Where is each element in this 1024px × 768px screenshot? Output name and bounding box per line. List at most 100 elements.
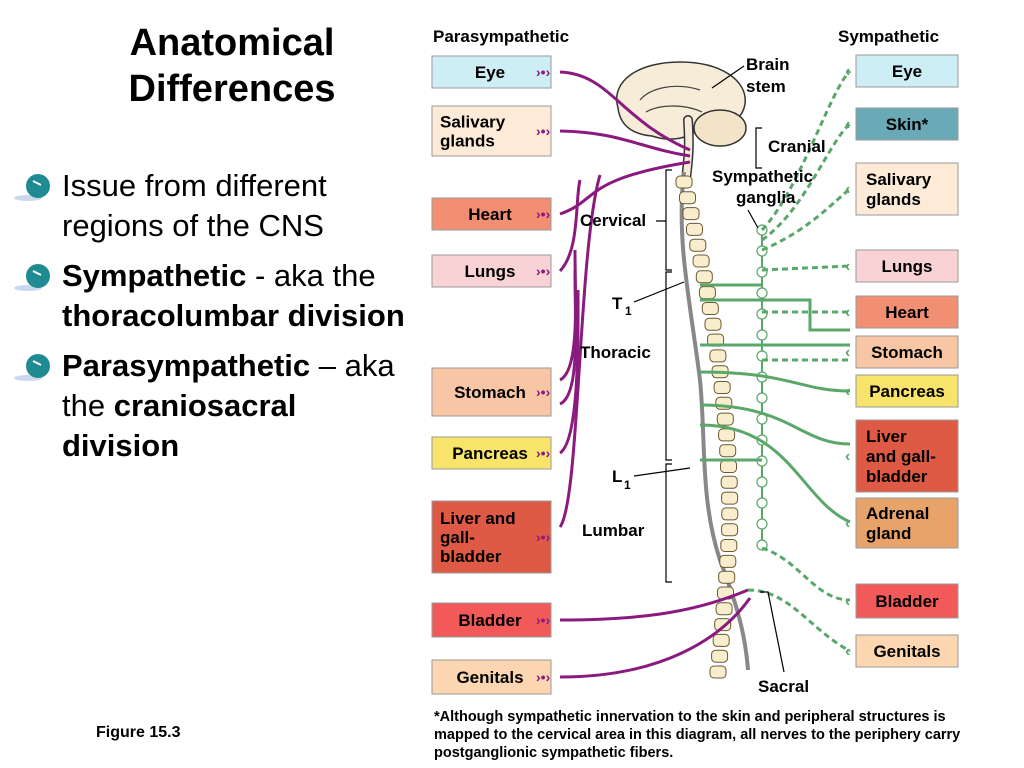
para-arrow-icon: ›•› — [536, 263, 551, 279]
vertebra — [718, 570, 736, 584]
symp-arrow-icon: ‹ — [845, 593, 850, 610]
parasympathetic-nerve — [559, 269, 578, 406]
para-target-bg — [431, 197, 552, 231]
sympathetic-nerve — [747, 588, 851, 653]
bullet-text: craniosacral division — [62, 388, 297, 463]
bullet-item: Sympathetic - aka the thoracolumbar divi… — [14, 256, 414, 336]
bullet-icon — [14, 174, 50, 201]
leader-line — [711, 65, 745, 89]
label-l1: L — [612, 467, 622, 486]
parasympathetic-nerve — [559, 588, 749, 622]
para-arrow-icon: ›•› — [536, 384, 551, 400]
bullet-text: thoracolumbar division — [62, 298, 405, 333]
para-target-label: Stomach — [454, 383, 526, 402]
para-target-label: Eye — [475, 63, 505, 82]
vertebra — [715, 602, 733, 616]
symp-target-bg — [855, 107, 959, 141]
symp-arrow-icon: ‹ — [845, 258, 850, 275]
leader-line — [633, 281, 685, 303]
parasympathetic-targets: Eye›•›Salivaryglands›•›Heart›•›Lungs›•›S… — [431, 55, 552, 695]
symp-arrow-icon: ‹ — [845, 63, 850, 80]
symp-target-bg — [855, 419, 959, 493]
symp-target-label: glands — [866, 190, 921, 209]
symp-target-bg — [855, 583, 959, 619]
vertebra — [686, 222, 703, 236]
vertebra — [701, 302, 719, 315]
vertebra — [675, 175, 693, 189]
symp-arrow-icon: ‹ — [845, 643, 850, 660]
para-arrow-icon: ›•› — [536, 206, 551, 222]
sympathetic-nerve — [699, 423, 851, 524]
bullet-text: Issue from different regions of the CNS — [62, 168, 327, 243]
symp-target-bg — [855, 54, 959, 88]
slide-title: Anatomical Differences — [62, 20, 402, 112]
vertebra — [709, 349, 727, 363]
bullet-text: Sympathetic — [62, 258, 247, 293]
symp-target-box: Eye ‹ — [845, 54, 959, 88]
symp-target-label: Liver — [866, 427, 907, 446]
sympathetic-targets: Eye‹Skin*‹Salivaryglands‹Lungs‹Heart‹Sto… — [845, 54, 959, 668]
vertebra — [720, 539, 738, 552]
label-cervical: Cervical — [580, 211, 646, 230]
parasympathetic-nerve — [558, 174, 602, 528]
bullet-icon — [14, 264, 50, 291]
para-target-box: Genitals›•› — [431, 659, 552, 695]
label-cranial: Cranial — [768, 137, 826, 156]
bracket-sacral — [760, 591, 785, 673]
bracket-cervical — [656, 169, 672, 271]
symp-target-bg — [855, 162, 959, 216]
brain-stem-fill — [682, 116, 693, 184]
cerebellum-shape — [693, 109, 747, 147]
parasympathetic-nerve — [559, 597, 752, 679]
vertebra — [720, 460, 737, 473]
parasympathetic-nerve — [559, 160, 691, 216]
para-target-bg — [431, 436, 552, 470]
symp-target-label: Eye — [892, 62, 922, 81]
symp-target-bg — [855, 374, 959, 408]
para-target-label: Heart — [468, 205, 512, 224]
symp-target-box: Genitals‹ — [845, 634, 959, 668]
vertebra — [721, 507, 739, 521]
parasympathetic-nerve — [558, 179, 582, 273]
sympathetic-nerve — [700, 298, 850, 332]
symp-target-box: Lungs ‹ — [845, 249, 959, 283]
symp-arrow-icon: ‹ — [845, 344, 850, 361]
vertebra — [721, 491, 739, 505]
para-target-bg — [431, 55, 552, 89]
symp-target-box: Heart ‹ — [845, 295, 959, 329]
symp-target-label: gland — [866, 524, 911, 543]
title-line-2: Differences — [128, 68, 336, 110]
symp-target-label: Heart — [885, 303, 929, 322]
bullet-item: Issue from different regions of the CNS — [14, 166, 414, 246]
vertebra — [716, 412, 734, 426]
para-target-label: Liver and — [440, 509, 516, 528]
vertebra — [720, 475, 738, 489]
sympathetic-nerve — [761, 187, 851, 252]
symp-target-box: Pancreas‹ — [845, 374, 959, 408]
figure-caption: Figure 15.3 — [96, 724, 181, 741]
sympathetic-nerve — [699, 370, 851, 393]
para-arrow-icon: ›•› — [536, 529, 551, 545]
vertebra — [713, 381, 731, 394]
symp-target-box: Skin*‹ — [845, 107, 959, 141]
symp-target-bg — [855, 497, 959, 549]
label-sympathetic-ganglia: ganglia — [736, 188, 796, 207]
para-target-bg — [431, 105, 552, 157]
para-target-label: gall- — [440, 528, 475, 547]
vertebra — [718, 428, 736, 442]
sympathetic-ganglion — [756, 329, 768, 341]
sympathetic-ganglion — [756, 392, 768, 404]
sympathetic-nerve — [699, 403, 851, 446]
bullet-text: - aka the — [246, 258, 376, 293]
symp-arrow-icon: ‹ — [845, 304, 850, 321]
sympathetic-ganglion — [756, 518, 768, 530]
sympathetic-ganglion — [756, 476, 768, 488]
sympathetic-nerve — [761, 546, 851, 602]
symp-target-label: Lungs — [882, 257, 933, 276]
parasympathetic-nerve — [559, 129, 691, 158]
vertebra — [692, 254, 710, 268]
